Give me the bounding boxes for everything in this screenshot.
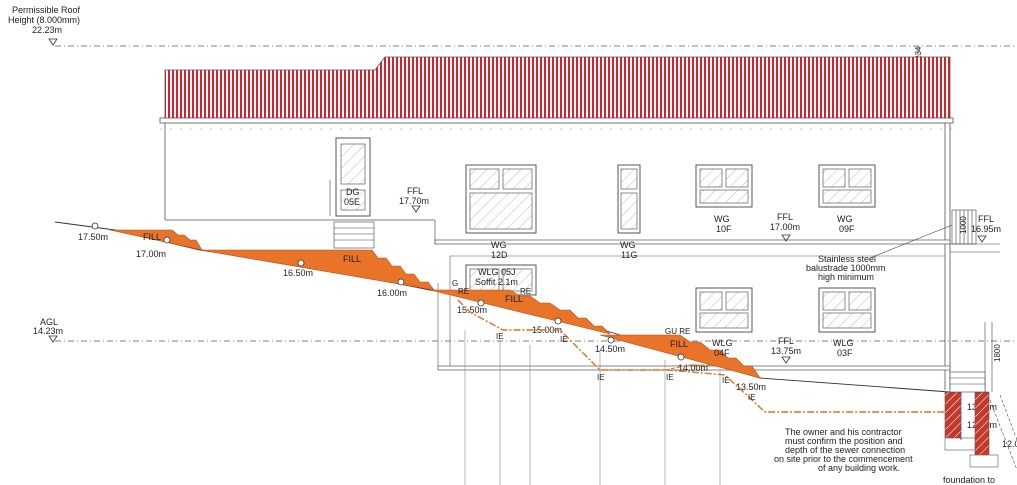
ie-label-4: IE <box>666 373 674 382</box>
ground-level-14-50: 14.50m <box>595 344 625 354</box>
window-code-wg-11g: WG <box>620 240 636 250</box>
upper-wall <box>164 123 951 390</box>
roof <box>159 56 954 130</box>
ground-level-17-00: 17.00m <box>136 249 166 259</box>
window-wg-09f <box>818 164 876 208</box>
fill-areas <box>109 229 761 379</box>
ground-level-16-00: 16.00m <box>377 288 407 298</box>
window-wlg-04f <box>695 287 753 333</box>
balustrade-note-line2: balustrade 1000mm <box>806 263 886 273</box>
ground-level-13-50: 13.50m <box>736 382 766 392</box>
window-num-10f: 10F <box>716 224 732 234</box>
window-wlg-03f <box>818 287 876 333</box>
ffl-value-1: 17.70m <box>399 196 429 206</box>
ground-level-15-50: 15.50m <box>457 305 487 315</box>
door-dg-05e <box>329 137 371 217</box>
ie-label-2: IE <box>560 335 568 344</box>
roof-level-value: 22.23m <box>32 25 62 35</box>
sewer-note-line5: of any building work. <box>818 463 900 473</box>
window-num-04f: 04F <box>714 348 730 358</box>
window-code-wlg-04f: WLG <box>712 338 733 348</box>
marker-re-1: RE <box>458 287 469 296</box>
agl-level-value: 14.23m <box>33 326 63 336</box>
balustrade <box>950 209 1000 253</box>
foundation-piles <box>464 330 721 485</box>
window-code-dg: DG <box>346 187 360 197</box>
balustrade-note-line1: Stainless steel <box>818 254 876 264</box>
fill-label-1: FILL <box>143 232 161 242</box>
ffl-label-3: FFL <box>978 214 994 224</box>
window-wg-10f <box>695 164 753 208</box>
sewer-branch <box>664 364 720 371</box>
roof-label-line2: Height (8.000mm) <box>8 15 80 25</box>
agl-datum-marker <box>48 335 58 343</box>
foundation-note: foundation to <box>943 475 995 485</box>
ground-level-17-50: 17.50m <box>78 232 108 242</box>
ffl-label-4: FFL <box>778 336 794 346</box>
top-dimension-text: 234 <box>914 46 923 60</box>
ground-level-15-00: 15.00m <box>532 325 562 335</box>
marker-g: G <box>452 279 458 288</box>
window-num-03f: 03F <box>837 348 853 358</box>
window-code-wg-12d: WG <box>491 240 507 250</box>
sewer-note-line3: depth of the sewer connection <box>785 445 905 455</box>
window-num-05j: Soffit 2.1m <box>475 277 518 287</box>
sewer-note-line4: on site prior to the commencement <box>774 454 913 464</box>
ie-label-6: IE <box>748 393 756 402</box>
ground-level-14-00: 14.00m <box>678 363 708 373</box>
ffl-label-1: FFL <box>407 186 423 196</box>
window-wg-11g <box>617 164 641 234</box>
window-code-wg-09f: WG <box>837 214 853 224</box>
window-num-09f: 09F <box>839 224 855 234</box>
fill-label-3: FILL <box>505 294 523 304</box>
ffl-value-4: 13.75m <box>771 346 801 356</box>
ffl-value-2: 17.00m <box>770 222 800 232</box>
ffl-markers <box>411 205 987 364</box>
window-num-05e: 05E <box>344 197 360 207</box>
roof-datum-marker <box>48 38 58 46</box>
fill-label-4: FILL <box>670 339 688 349</box>
entry-steps <box>333 221 375 249</box>
sewer-note-line2: must confirm the position and <box>785 436 903 446</box>
ie-label-1: IE <box>496 332 504 341</box>
ie-label-5: IE <box>722 376 730 385</box>
wall-dimension: 1800 <box>993 344 1002 362</box>
roof-label-line1: Permissible Roof <box>12 5 81 15</box>
ground-level-markers <box>91 222 685 361</box>
window-code-wlg-05j: WLG 05J <box>478 267 516 277</box>
window-num-12d: 12D <box>491 250 508 260</box>
ffl-value-3: 16.95m <box>971 224 1001 234</box>
window-wg-12d <box>465 164 537 234</box>
balustrade-dimension: 1000 <box>959 216 968 234</box>
sewer-line <box>457 299 945 413</box>
retaining-wall <box>944 322 1017 471</box>
agl-label: AGL <box>40 317 58 327</box>
ffl-label-2: FFL <box>777 212 793 222</box>
ground-level-12-0: 12.0 <box>1002 439 1017 449</box>
fill-label-2: FILL <box>343 254 361 264</box>
balustrade-note-line3: high minimum <box>818 272 874 282</box>
window-num-11g: 11G <box>621 250 637 260</box>
window-code-wg-10f: WG <box>714 214 730 224</box>
marker-re-2: RE <box>520 287 531 296</box>
marker-gu-re: GU RE <box>665 327 690 336</box>
ie-label-3: IE <box>597 373 605 382</box>
sewer-note-line1: The owner and his contractor <box>785 427 902 437</box>
window-code-wlg-03f: WLG <box>833 338 854 348</box>
ground-level-16-50: 16.50m <box>283 268 313 278</box>
